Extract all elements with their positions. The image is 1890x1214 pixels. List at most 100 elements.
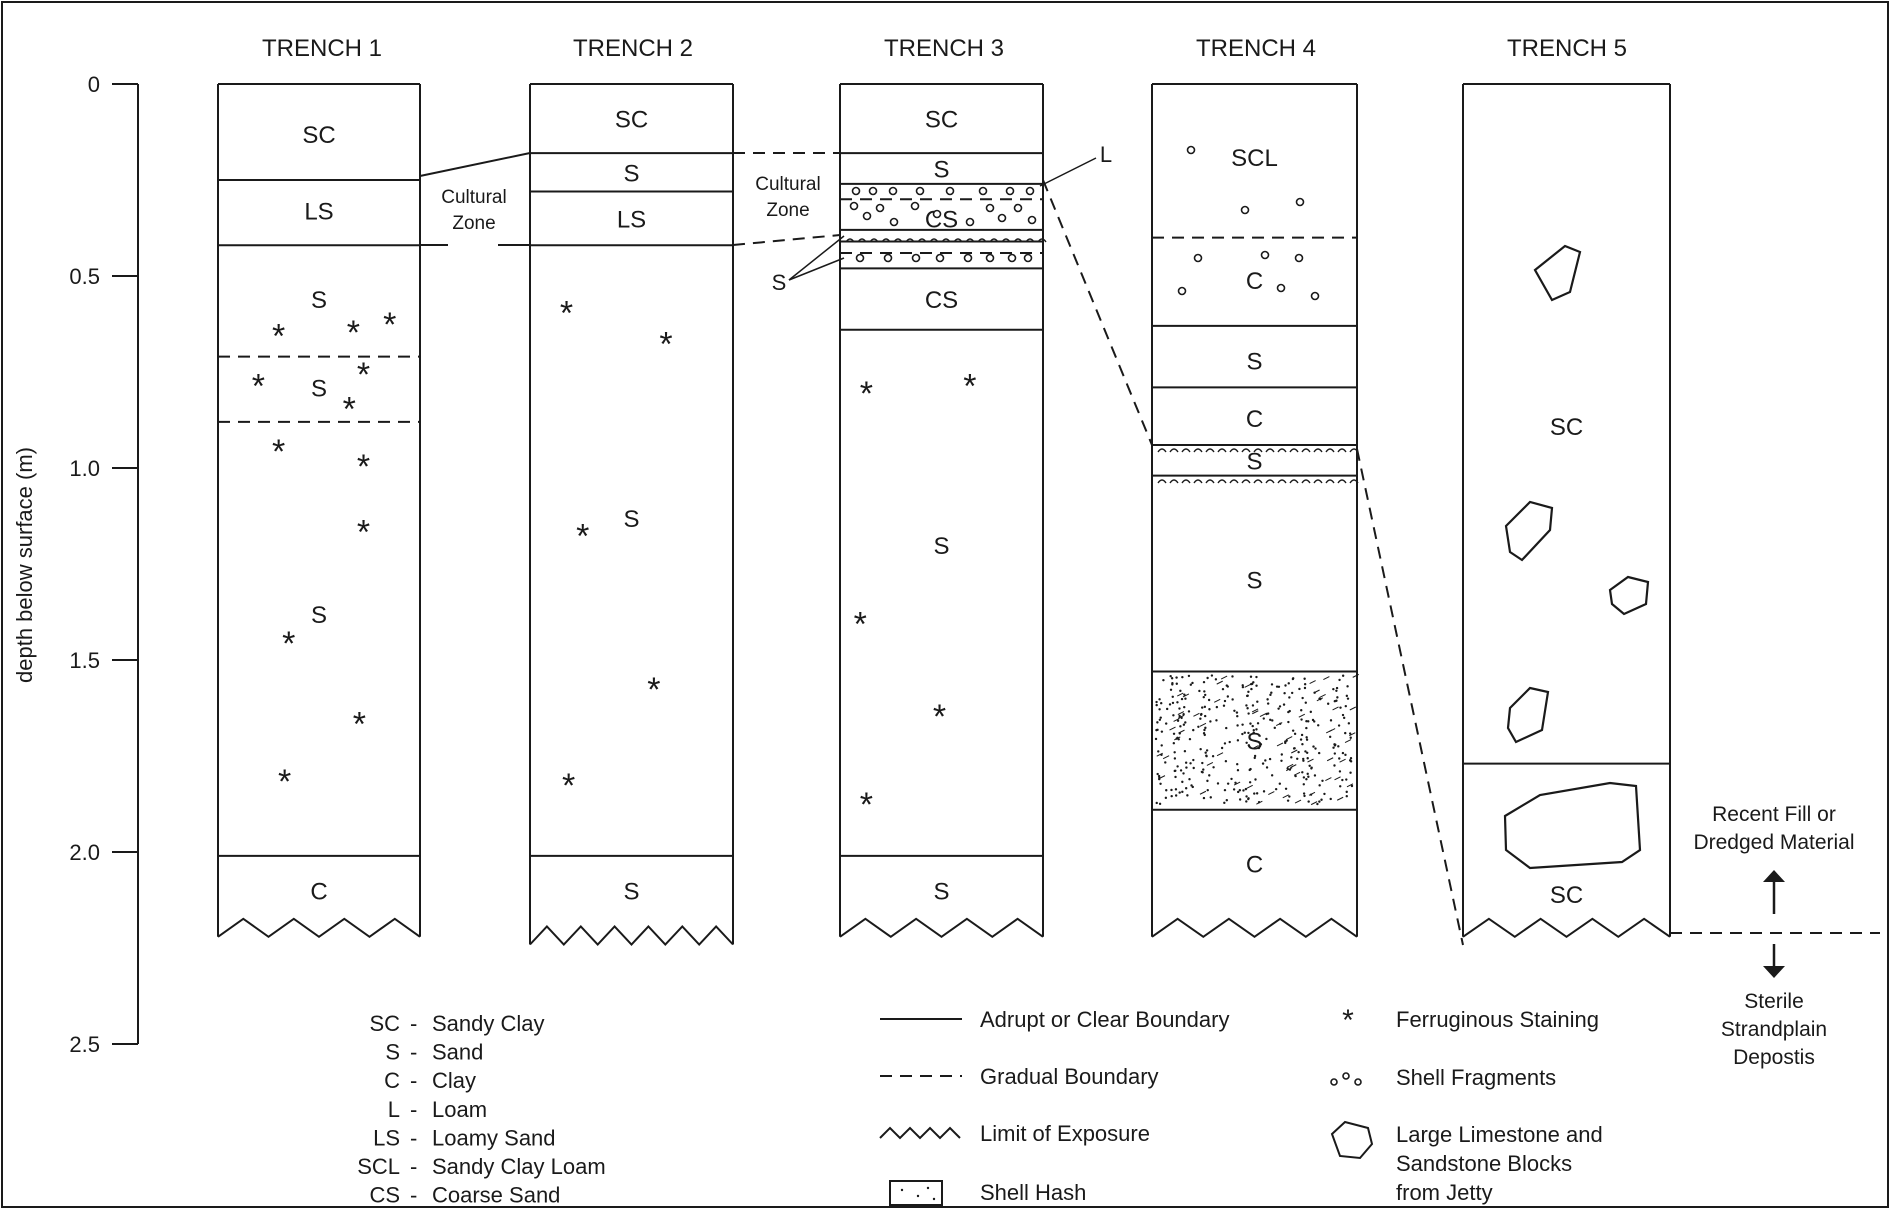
shell-hash-mark	[1208, 774, 1210, 776]
layer-label: LS	[304, 199, 333, 226]
ferruginous-mark: *	[854, 606, 867, 644]
shell-hash-mark	[1271, 719, 1273, 721]
shell-hash-mark	[1339, 770, 1341, 772]
shell-hash-mark	[1275, 788, 1277, 790]
shell-hash-mark	[1205, 755, 1207, 757]
ferruginous-mark: *	[353, 705, 366, 743]
abbreviation-meaning: Loam	[432, 1097, 487, 1122]
shell-hash-mark	[1192, 786, 1194, 788]
shell-hash-mark	[1199, 718, 1201, 720]
shell-hash-mark	[1288, 682, 1290, 684]
shell-hash-mark	[1217, 681, 1223, 684]
shell-hash-mark	[1155, 704, 1157, 706]
shell-hash-mark	[1344, 754, 1346, 756]
shell-hash-mark	[1173, 733, 1175, 735]
shell-hash-mark	[1171, 682, 1173, 684]
ferruginous-mark: *	[933, 698, 946, 736]
shell-hash-mark	[1158, 698, 1160, 700]
shell-hash-mark	[1286, 767, 1288, 769]
layer-label: C	[1246, 406, 1263, 433]
axis-tick-label: 2.5	[69, 1032, 100, 1057]
shell-hash-mark	[1239, 789, 1241, 791]
shell-fragment-mark	[947, 188, 954, 195]
shell-hash-mark	[1333, 707, 1339, 710]
ferruginous-mark: *	[252, 368, 265, 406]
shell-hash-mark	[1250, 688, 1252, 690]
tick-mark	[1266, 480, 1274, 483]
abbreviation-meaning: Loamy Sand	[432, 1125, 556, 1150]
shell-hash-mark	[1266, 698, 1268, 700]
shell-hash-mark	[1307, 800, 1309, 802]
shell-hash-mark	[1249, 722, 1251, 724]
tick-mark	[1182, 480, 1190, 483]
shell-hash-mark	[1303, 678, 1305, 680]
shell-hash-mark	[1277, 743, 1283, 746]
shell-hash-mark	[1247, 732, 1249, 734]
abbreviation-dash: -	[410, 1125, 417, 1150]
shell-hash-mark	[1164, 761, 1166, 763]
shell-hash-mark	[1349, 759, 1351, 761]
shell-hash-mark	[1300, 738, 1302, 740]
shell-hash-mark	[1247, 712, 1249, 714]
abbreviation-meaning: Clay	[432, 1068, 476, 1093]
abbreviation-meaning: Sandy Clay	[432, 1011, 545, 1036]
layer-label: S	[623, 506, 639, 533]
ferruginous-mark: *	[272, 318, 285, 356]
shell-hash-mark	[1332, 688, 1334, 690]
shell-hash-mark	[1178, 730, 1184, 733]
cultural-zone-label: Cultural	[441, 187, 506, 208]
shell-hash-mark	[1306, 739, 1308, 741]
shell-fragment-mark	[934, 211, 941, 218]
shell-hash-mark	[1280, 760, 1282, 762]
shell-hash-mark	[1170, 689, 1172, 691]
shell-hash-mark	[1186, 794, 1188, 796]
ferruginous-mark: *	[272, 433, 285, 471]
shell-hash-mark	[1279, 723, 1281, 725]
shell-hash-mark	[1305, 778, 1307, 780]
shell-hash-mark	[1294, 775, 1296, 777]
abbreviation-code: LS	[373, 1125, 400, 1150]
shell-hash-mark	[1173, 742, 1175, 744]
shell-fragment-mark	[853, 188, 860, 195]
shell-hash-mark	[1192, 759, 1194, 761]
shell-hash-mark	[1254, 778, 1256, 780]
axis-label: depth below surface (m)	[12, 447, 37, 683]
shell-hash-mark	[1193, 767, 1195, 769]
shell-hash-mark	[1255, 685, 1257, 687]
shell-hash-mark	[1285, 788, 1287, 790]
shell-hash-mark	[1176, 765, 1178, 767]
shell-hash-mark	[1318, 784, 1320, 786]
shell-hash-mark	[1155, 729, 1157, 731]
shell-hash-mark	[1338, 724, 1340, 726]
shell-hash-mark	[1246, 695, 1248, 697]
shell-hash-mark	[1200, 714, 1202, 716]
trench-title: TRENCH 4	[1196, 35, 1316, 62]
ferruginous-mark: *	[282, 625, 295, 663]
tick-mark	[1206, 480, 1214, 483]
shell-hash-mark	[1323, 677, 1329, 680]
shell-hash-dots	[901, 1187, 935, 1200]
ferruginous-mark: *	[347, 314, 360, 352]
shell-hash-mark	[1204, 706, 1206, 708]
shell-hash-mark	[1310, 767, 1312, 769]
sand-leader-line	[789, 236, 844, 280]
ferruginous-icon: *	[1342, 1004, 1354, 1037]
sterile-note: Sterile	[1744, 990, 1804, 1013]
shell-fragment-mark	[967, 219, 974, 226]
shell-hash-mark	[1181, 676, 1183, 678]
fill-note: Recent Fill or	[1712, 803, 1836, 826]
shell-hash-mark	[1203, 690, 1205, 692]
block-icon	[1332, 1122, 1372, 1158]
shell-hash-mark	[1182, 713, 1184, 715]
layer-label: SC	[1550, 882, 1583, 909]
shell-hash-mark	[1345, 740, 1351, 743]
shell-fragment-mark	[1027, 188, 1034, 195]
shell-hash-mark	[1303, 783, 1305, 785]
trench-title: TRENCH 5	[1507, 35, 1627, 62]
layer-label: S	[311, 287, 327, 314]
shell-hash-mark	[1163, 756, 1169, 759]
shell-hash-mark	[1166, 708, 1168, 710]
shell-hash-mark	[1336, 687, 1338, 689]
shell-hash-mark	[1241, 733, 1243, 735]
shell-hash-mark	[1302, 760, 1304, 762]
